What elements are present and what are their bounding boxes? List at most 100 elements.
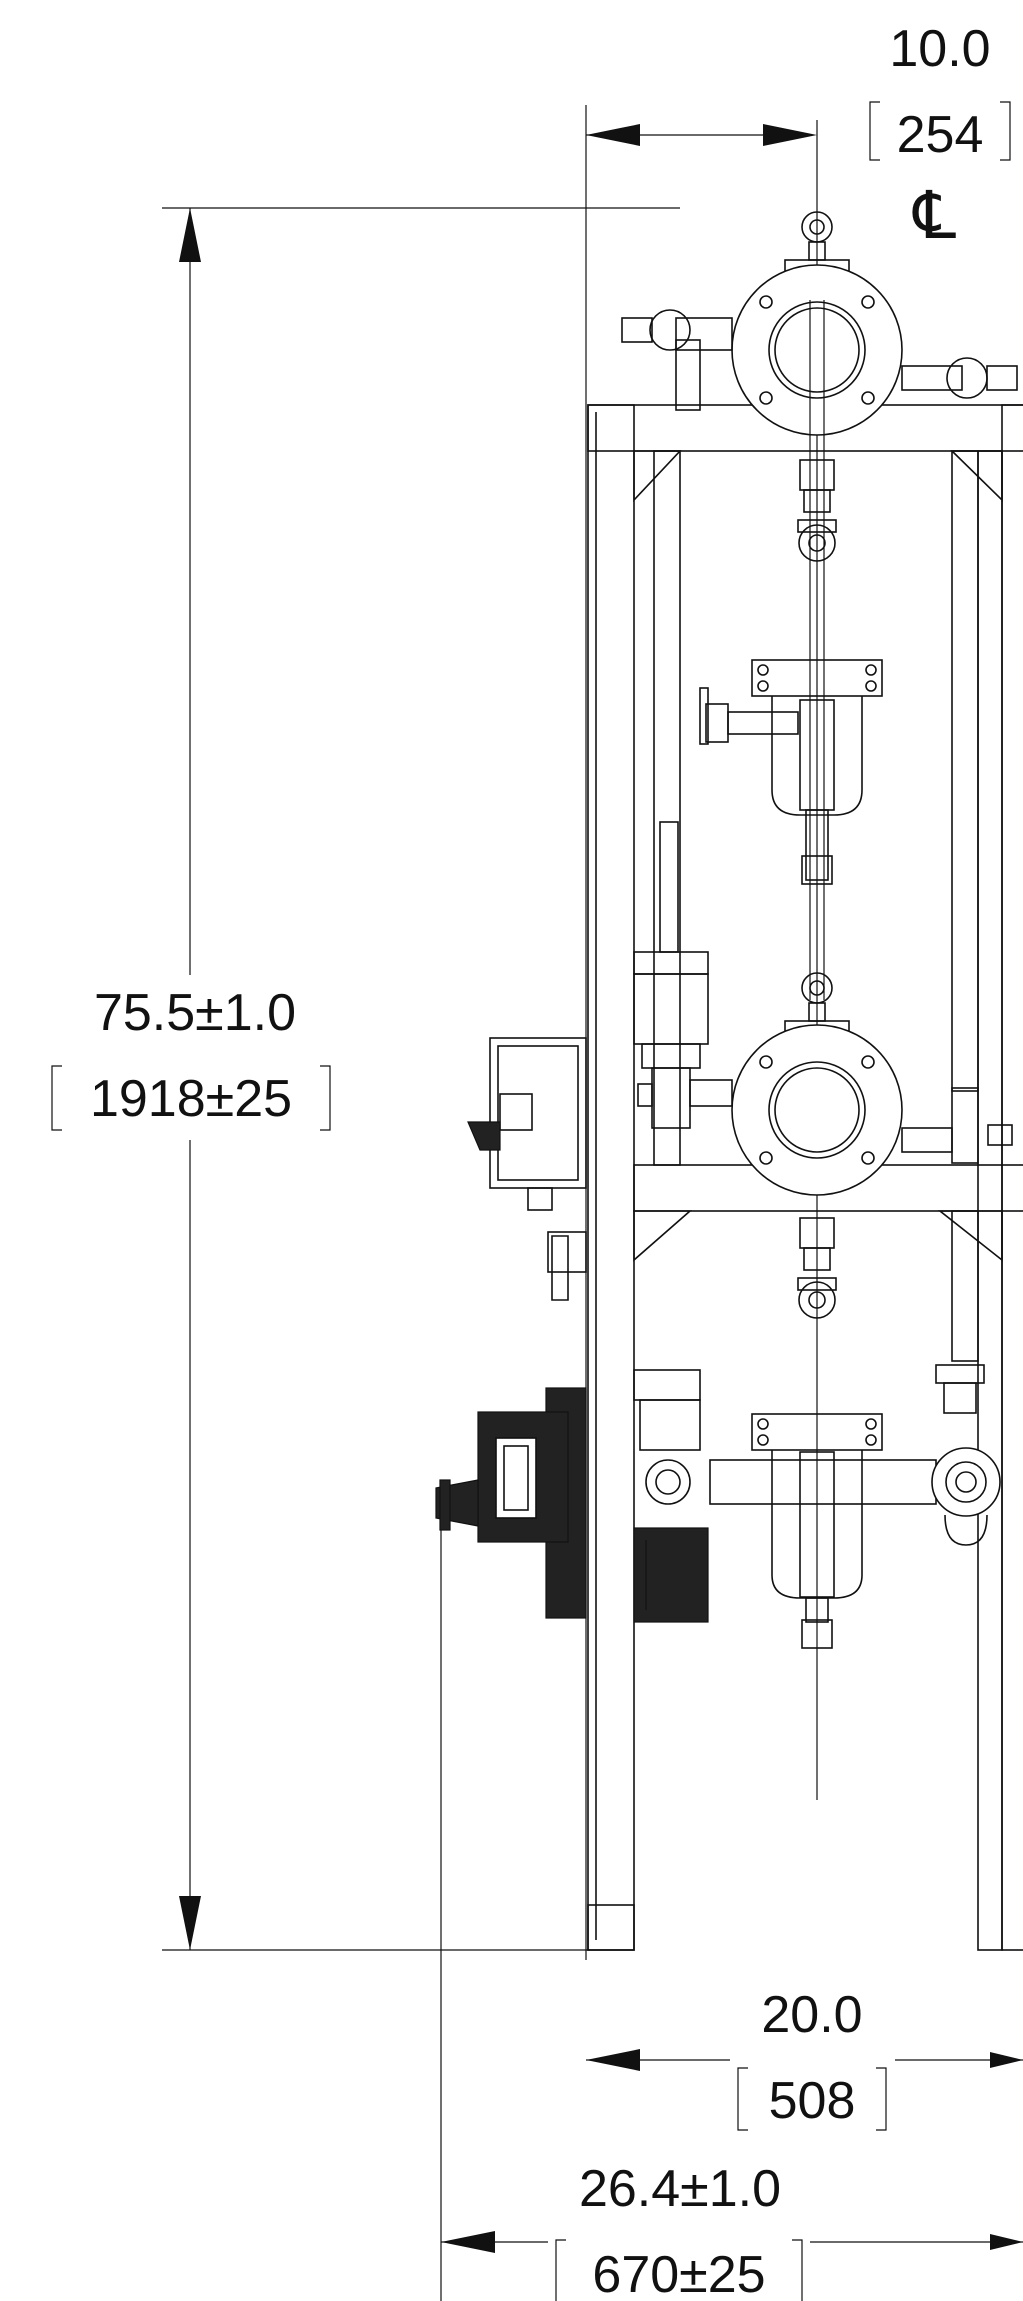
- gauge-port-right: [987, 1124, 1013, 1146]
- gusset-top-right: [950, 450, 1003, 502]
- arrowhead-right: [763, 124, 817, 146]
- lower-pump-assembly: [633, 821, 1013, 1649]
- actuator-motor: [633, 1527, 709, 1623]
- ball-valve-bottom: [944, 1514, 988, 1546]
- discharge-pipe-stub: [901, 1127, 953, 1153]
- bracket-left: [737, 2067, 748, 2131]
- bracket-left: [51, 1065, 62, 1131]
- isolation-valve-body: [727, 711, 799, 735]
- frame-width-dimension: 20.0 508: [586, 1986, 1023, 2131]
- bracket-right: [320, 1065, 331, 1131]
- arrowhead-left: [586, 124, 640, 146]
- nameplate-inner: [503, 1445, 529, 1511]
- frame-foot-left: [587, 1904, 635, 1951]
- motor-nameplate: [495, 1437, 537, 1519]
- filter-bowl: [771, 696, 863, 816]
- flange-bolt: [865, 1434, 877, 1446]
- suction-pipe-stub: [675, 317, 733, 351]
- filter-element: [799, 1451, 835, 1598]
- pump-casing: [731, 264, 903, 436]
- arrowhead-top: [179, 208, 201, 262]
- pump-bolt: [861, 1151, 875, 1165]
- check-valve-inner: [808, 534, 826, 552]
- discharge-pipe-stub: [901, 365, 963, 391]
- gusset-top-left: [633, 450, 682, 503]
- discharge-manifold: [709, 1459, 937, 1505]
- check-valve-icon: [798, 1281, 836, 1319]
- centerline-symbol: ℄: [912, 178, 957, 252]
- pump-bolt: [861, 391, 875, 405]
- gauge-port-left: [637, 1083, 653, 1107]
- pump-bolt: [861, 295, 875, 309]
- frame-width-imperial: 20.0: [761, 1986, 862, 2044]
- sight-tube: [659, 821, 679, 953]
- inner-upright-right-lower: [951, 1210, 979, 1362]
- flange-bolt: [865, 1418, 877, 1430]
- control-panel-box: [467, 1037, 587, 1211]
- ball-valve-inner: [945, 1461, 987, 1503]
- disconnect-switch: [499, 1093, 533, 1131]
- ball-valve-core: [955, 1471, 977, 1493]
- bracket-right: [1000, 101, 1011, 161]
- discharge-riser: [951, 1087, 979, 1164]
- inner-upright-left-upper: [653, 450, 681, 1166]
- filter-flange: [751, 1413, 883, 1451]
- bracket-left: [869, 101, 880, 161]
- pump-bolt: [861, 1055, 875, 1069]
- lifting-eye-inner: [809, 219, 825, 235]
- check-valve-inner: [808, 1291, 826, 1309]
- actuator-valve-icon: [645, 1459, 691, 1505]
- gusset-mid-right: [937, 1210, 1003, 1262]
- frame-left-post: [587, 404, 635, 1951]
- strainer-nut: [641, 1043, 701, 1069]
- overall-height-dimension: 75.5±1.0 1918±25: [51, 207, 680, 1951]
- overall-depth-imperial: 26.4±1.0: [579, 2160, 781, 2218]
- pump-eye-outer: [768, 1061, 866, 1159]
- check-valve-icon: [798, 524, 836, 562]
- arrowhead-left: [586, 2049, 640, 2071]
- flange-bolt: [757, 1434, 769, 1446]
- shaft-coupling-lower: [803, 489, 831, 513]
- drain-pipe: [805, 809, 829, 881]
- cable-gland: [527, 1187, 553, 1211]
- filter-flange: [751, 659, 883, 697]
- arrowhead-right: [990, 2234, 1023, 2250]
- disconnect-handle-icon: [467, 1121, 501, 1151]
- actuator-top: [633, 1369, 701, 1401]
- arrowhead-bottom: [179, 1896, 201, 1950]
- suction-pipe-stub: [689, 1079, 733, 1107]
- flange-bolt: [865, 680, 877, 692]
- overall-height-imperial: 75.5±1.0: [94, 984, 296, 1042]
- gauge-face-icon: [551, 1235, 569, 1301]
- actuator-neck: [639, 1399, 701, 1451]
- check-valve-cap: [797, 1277, 837, 1291]
- gusset-mid-left: [633, 1210, 693, 1262]
- pressure-gauge: [547, 1231, 587, 1301]
- flange-bolt: [757, 680, 769, 692]
- strainer-outlet: [651, 1067, 691, 1129]
- bracket-right: [792, 2239, 803, 2301]
- suction-elbow: [649, 309, 691, 351]
- gauge-port-left: [621, 317, 653, 343]
- drain-pipe: [805, 1597, 829, 1623]
- bracket-right: [876, 2067, 887, 2131]
- pump-bolt: [759, 1151, 773, 1165]
- pump-casing: [731, 1024, 903, 1196]
- check-valve-cap: [797, 519, 837, 533]
- ball-valve-icon: [931, 1447, 1001, 1517]
- pump-bolt: [759, 295, 773, 309]
- bracket-left: [555, 2239, 566, 2301]
- flange-bolt: [757, 1418, 769, 1430]
- overall-depth-metric: 670±25: [592, 2246, 765, 2301]
- strainer-body: [633, 973, 709, 1045]
- valve-top-cap: [935, 1364, 985, 1384]
- centerline-offset-metric: 254: [897, 106, 984, 164]
- frame-width-metric: 508: [769, 2072, 856, 2130]
- overall-height-metric: 1918±25: [90, 1070, 292, 1128]
- inner-upright-right-upper: [951, 450, 979, 1092]
- motor-handwheel-assembly: [435, 1387, 587, 1619]
- shaft-coupling-lower: [803, 1247, 831, 1271]
- frame-right-post: [1001, 404, 1023, 1951]
- drain-cap: [801, 1619, 833, 1649]
